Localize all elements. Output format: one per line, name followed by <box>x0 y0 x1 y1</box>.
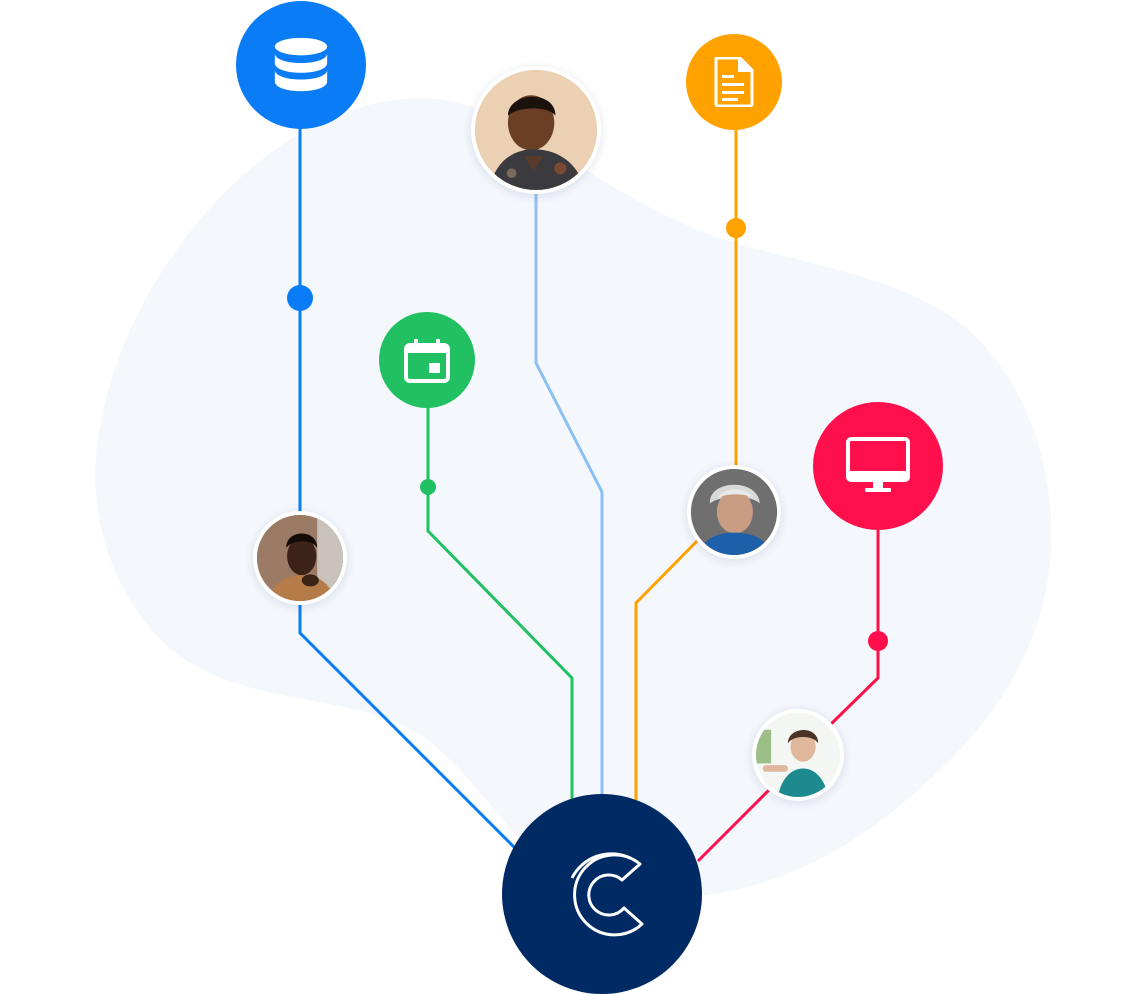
person-left-avatar <box>253 511 347 605</box>
user-avatar <box>756 713 840 797</box>
connector-calendar-line <box>426 405 574 800</box>
user-avatar <box>257 515 343 601</box>
person-elder-avatar <box>687 465 781 559</box>
connector-document-dot <box>726 218 746 238</box>
database-node <box>236 1 366 129</box>
person-right-avatar <box>752 709 844 801</box>
user-avatar <box>691 469 777 555</box>
connector-database-dot <box>287 285 313 311</box>
connector-person-top-line <box>534 190 604 795</box>
database-icon <box>274 37 328 92</box>
document-node <box>686 34 782 130</box>
crowd-logo-icon <box>570 852 644 937</box>
monitor-node <box>813 402 943 530</box>
connector-calendar-dot <box>420 479 436 495</box>
calendar-node <box>379 312 475 408</box>
background-blob <box>95 97 1052 901</box>
monitor-icon <box>846 437 910 492</box>
connector-elder-line <box>634 538 700 800</box>
connector-monitor-line <box>828 530 880 727</box>
calendar-icon <box>404 339 450 383</box>
user-avatar <box>475 70 597 190</box>
person-top-avatar <box>471 66 601 194</box>
document-icon <box>714 57 754 107</box>
connector-person-right-line <box>696 785 774 863</box>
connector-monitor-dot <box>868 631 888 651</box>
hub-node <box>502 794 702 994</box>
